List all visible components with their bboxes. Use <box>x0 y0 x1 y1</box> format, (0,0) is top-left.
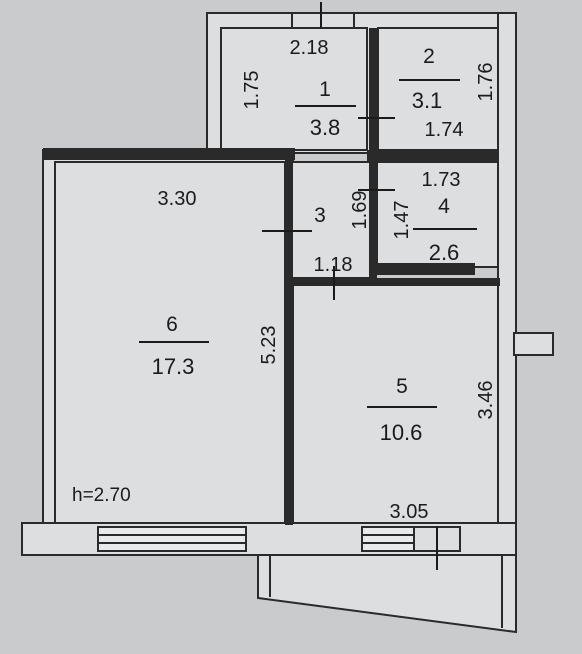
dimension-labels: 2.18 1.75 1.76 1.74 1.73 1.47 1.69 1.18 … <box>72 37 497 523</box>
room-4-number: 4 <box>438 195 450 218</box>
room-6-area-value: 17.3 <box>152 354 195 379</box>
dim-room4-height: 1.47 <box>391 201 413 240</box>
window-room-6 <box>97 526 247 552</box>
room-4-area-value: 2.6 <box>429 240 460 265</box>
partition-room2-room4 <box>367 150 498 162</box>
windows <box>97 12 461 552</box>
room-6-number: 6 <box>166 313 178 336</box>
room-3-area <box>291 161 371 279</box>
partition-4-bottom <box>377 263 475 275</box>
room-4-area <box>376 161 499 268</box>
partition-3-4 <box>369 160 377 280</box>
partition-1-2 <box>369 28 378 150</box>
room-2-area <box>377 27 499 151</box>
right-wall-notch <box>513 332 554 356</box>
dim-room1-height: 1.75 <box>241 71 263 110</box>
room-1-area-value: 3.8 <box>310 115 341 140</box>
ceiling-height-label: h=2.70 <box>72 485 131 506</box>
dim-room2-width: 1.74 <box>425 119 464 141</box>
area-bars <box>139 79 477 408</box>
dim-room1-width: 2.18 <box>290 37 329 59</box>
dim-hall-width: 1.18 <box>314 254 353 276</box>
window-room-5 <box>361 526 415 552</box>
door-marks <box>262 2 438 570</box>
room-5-number: 5 <box>396 375 408 398</box>
balcony <box>257 554 517 634</box>
dim-room4-width: 1.73 <box>422 169 461 191</box>
dim-room5-height: 3.46 <box>475 381 497 420</box>
room-2-number: 2 <box>423 45 435 68</box>
room-5-area <box>292 284 499 524</box>
partition-5-top <box>292 278 500 286</box>
partition-6-5 <box>285 160 293 525</box>
partition-top-band <box>43 148 295 160</box>
partitions <box>43 28 500 525</box>
room-1-number: 1 <box>319 78 331 101</box>
room-5-area-value: 10.6 <box>380 420 423 445</box>
top-vent <box>291 12 355 29</box>
dim-room5-width: 3.05 <box>390 501 429 523</box>
room-3-number: 3 <box>314 204 326 227</box>
room-2-area-value: 3.1 <box>412 88 443 113</box>
dim-room6-height: 5.23 <box>258 326 280 365</box>
right-wall <box>497 12 517 529</box>
dim-hall-height: 1.69 <box>349 191 371 230</box>
dim-room2-height: 1.76 <box>475 63 497 102</box>
room-labels: 1 3.8 2 3.1 3 4 2.6 6 17.3 5 10.6 <box>152 45 460 445</box>
dim-room6-width: 3.30 <box>158 188 197 210</box>
